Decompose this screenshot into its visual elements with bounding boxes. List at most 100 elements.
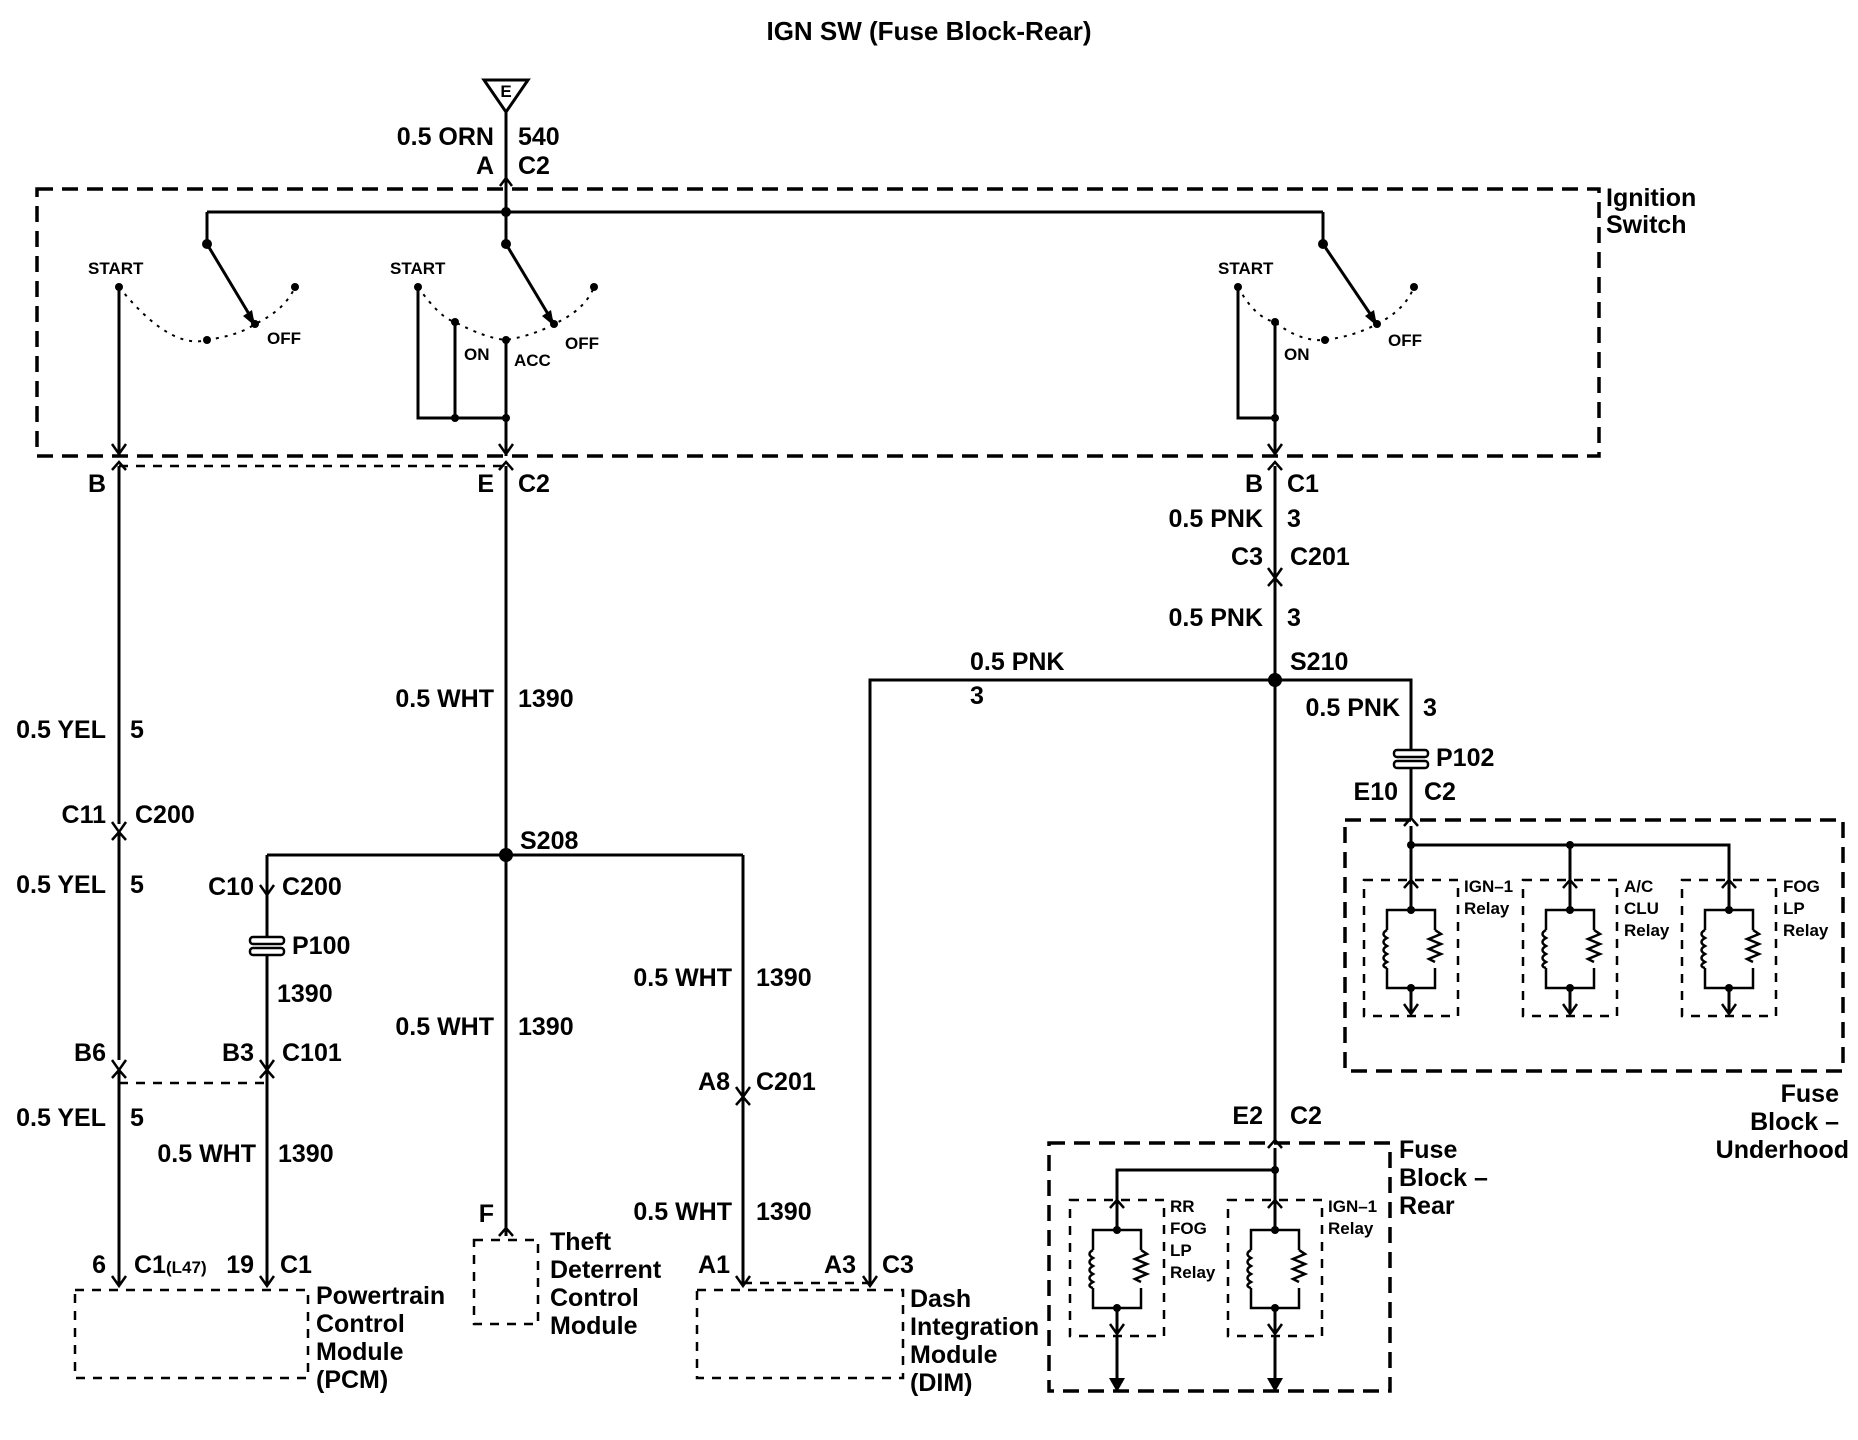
- out-e-connector: C2: [518, 470, 550, 498]
- start-label-2: START: [390, 259, 446, 278]
- wht-wire-gauge-3: 0.5 WHT: [633, 1198, 732, 1226]
- fbu-name-line-1: Fuse: [1781, 1080, 1839, 1108]
- yel-wire-circuit-2: 5: [130, 871, 144, 899]
- out-b-pin: B: [88, 470, 106, 498]
- fbu-relay-fog-line-1: FOG: [1783, 877, 1820, 896]
- pcm-name-line-1: Powertrain: [316, 1282, 445, 1310]
- c201-connector-wht: C201: [756, 1068, 816, 1096]
- ignition-switch-label-1: Ignition: [1606, 184, 1696, 212]
- off-label-1: OFF: [267, 329, 301, 348]
- dim-name-line-4: (DIM): [910, 1369, 972, 1397]
- dim-connector: C3: [882, 1251, 914, 1279]
- start-label-3: START: [1218, 259, 1274, 278]
- fbu-relay-ign1: IGN–1 Relay: [1362, 877, 1513, 1018]
- c101-pin-b3: B3: [222, 1039, 254, 1067]
- dim-module: A1 A3 C3 Dash Integration Module (DIM): [695, 1251, 1039, 1397]
- fbr-name-line-3: Rear: [1399, 1192, 1455, 1220]
- wht-wire-gauge-2: 0.5 WHT: [633, 964, 732, 992]
- pnk-wire-circuit-fbu: 3: [1423, 694, 1437, 722]
- pcm-pin-19: 19: [226, 1251, 254, 1279]
- c201-pin-c3: C3: [1231, 543, 1263, 571]
- diagram-title: IGN SW (Fuse Block-Rear): [766, 16, 1091, 46]
- pnk-wire-gauge-2: 0.5 PNK: [1169, 604, 1263, 632]
- dim-pin-a1: A1: [698, 1251, 730, 1279]
- pcm-module: 6 C1 (L47) 19 C1 Powertrain Control Modu…: [73, 1251, 445, 1394]
- tdcm-name-line-3: Control: [550, 1284, 639, 1312]
- off-label-2: OFF: [565, 334, 599, 353]
- pcm-connector-a: C1: [134, 1251, 166, 1279]
- pcm-option-l47: (L47): [166, 1258, 207, 1277]
- wht-wire-circuit-2: 1390: [756, 964, 812, 992]
- pnk-wire-circuit-1: 3: [1287, 505, 1301, 533]
- tdcm-name-line-2: Deterrent: [550, 1256, 662, 1284]
- pcm-name-line-2: Control: [316, 1310, 405, 1338]
- out-e-pin: E: [477, 470, 494, 498]
- c200-connector-b: C200: [282, 873, 342, 901]
- dim-name-line-3: Module: [910, 1341, 998, 1369]
- source-pin: A: [476, 152, 494, 180]
- fuse-block-rear: Fuse Block – Rear: [1047, 1136, 1488, 1393]
- source-connector: C2: [518, 152, 550, 180]
- fbr-relay-ign1-line-2: Relay: [1328, 1219, 1374, 1238]
- c101-pin-b6: B6: [74, 1039, 106, 1067]
- tdcm-name-line-1: Theft: [550, 1228, 612, 1256]
- pnk-wire-gauge-dim: 0.5 PNK: [970, 648, 1064, 676]
- on-label-2: ON: [464, 345, 490, 364]
- wht-wire-circuit-pcm: 1390: [278, 1140, 334, 1168]
- p100-circuit: 1390: [277, 980, 333, 1008]
- fbu-relay-fog-line-3: Relay: [1783, 921, 1829, 940]
- c200-pin-c11: C11: [62, 801, 107, 829]
- yel-wire-circuit-3: 5: [130, 1104, 144, 1132]
- fbr-relay-rr-line-1: RR: [1170, 1197, 1195, 1216]
- pcm-name-line-3: Module: [316, 1338, 404, 1366]
- fuse-block-underhood: Fuse Block – Underhood: [1343, 818, 1849, 1164]
- fbu-relay-ac-line-2: CLU: [1624, 899, 1659, 918]
- e2-connector: C2: [1290, 1102, 1322, 1130]
- fbu-relay-ac-line-3: Relay: [1624, 921, 1670, 940]
- e10-pin: E10: [1354, 778, 1398, 806]
- fuse-source-symbol: E: [481, 78, 531, 115]
- fbr-name-line-1: Fuse: [1399, 1136, 1457, 1164]
- fbu-relay-ign1-line-2: Relay: [1464, 899, 1510, 918]
- tdcm-pin: F: [479, 1200, 494, 1228]
- ignition-switch-box: [35, 187, 1601, 458]
- e10-connector: C2: [1424, 778, 1456, 806]
- pnk-wire-circuit-dim: 3: [970, 682, 984, 710]
- p100-pass-through: [248, 935, 286, 957]
- wht-wire-gauge-tdcm: 0.5 WHT: [395, 1013, 494, 1041]
- p102-pass-through: [1392, 748, 1430, 770]
- pnk-wire-gauge-fbu: 0.5 PNK: [1306, 694, 1400, 722]
- c200-pin-c10: C10: [208, 873, 254, 901]
- fbu-relay-fog-lp: FOG LP Relay: [1680, 877, 1829, 1018]
- off-label-3: OFF: [1388, 331, 1422, 350]
- pnk-wire-circuit-2: 3: [1287, 604, 1301, 632]
- fbr-relay-rr-fog-lp: RR FOG LP Relay: [1068, 1197, 1216, 1392]
- dim-name-line-2: Integration: [910, 1313, 1039, 1341]
- wht-wire-gauge-pcm: 0.5 WHT: [157, 1140, 256, 1168]
- out-b-c1-connector: C1: [1287, 470, 1319, 498]
- tdcm-name-line-4: Module: [550, 1312, 638, 1340]
- ignition-switch-label-2: Switch: [1606, 211, 1687, 239]
- fbr-relay-rr-line-3: LP: [1170, 1241, 1192, 1260]
- ignition-section-2: START ON ACC OFF: [390, 239, 599, 457]
- fbr-relay-ign1-line-1: IGN–1: [1328, 1197, 1377, 1216]
- pnk-wire-gauge-1: 0.5 PNK: [1169, 505, 1263, 533]
- tdcm-module: Theft Deterrent Control Module: [472, 1228, 662, 1340]
- yel-wire-gauge-2: 0.5 YEL: [16, 871, 106, 899]
- ignition-section-3: START ON OFF: [1218, 239, 1422, 457]
- wht-wire-circuit-3: 1390: [756, 1198, 812, 1226]
- p100-label: P100: [292, 932, 350, 960]
- p102-label: P102: [1436, 744, 1494, 772]
- dim-pin-a3: A3: [824, 1251, 856, 1279]
- pcm-name-line-4: (PCM): [316, 1366, 388, 1394]
- e2-pin: E2: [1232, 1102, 1263, 1130]
- yel-wire-gauge-1: 0.5 YEL: [16, 716, 106, 744]
- fbr-relay-ign1: IGN–1 Relay: [1226, 1197, 1377, 1392]
- source-wire-gauge: 0.5 ORN: [397, 123, 494, 151]
- pcm-connector-b: C1: [280, 1251, 312, 1279]
- on-label-3: ON: [1284, 345, 1310, 364]
- wht-wire-gauge-1: 0.5 WHT: [395, 685, 494, 713]
- splice-s210-label: S210: [1290, 648, 1348, 676]
- source-letter: E: [500, 82, 511, 101]
- yel-wire-circuit-1: 5: [130, 716, 144, 744]
